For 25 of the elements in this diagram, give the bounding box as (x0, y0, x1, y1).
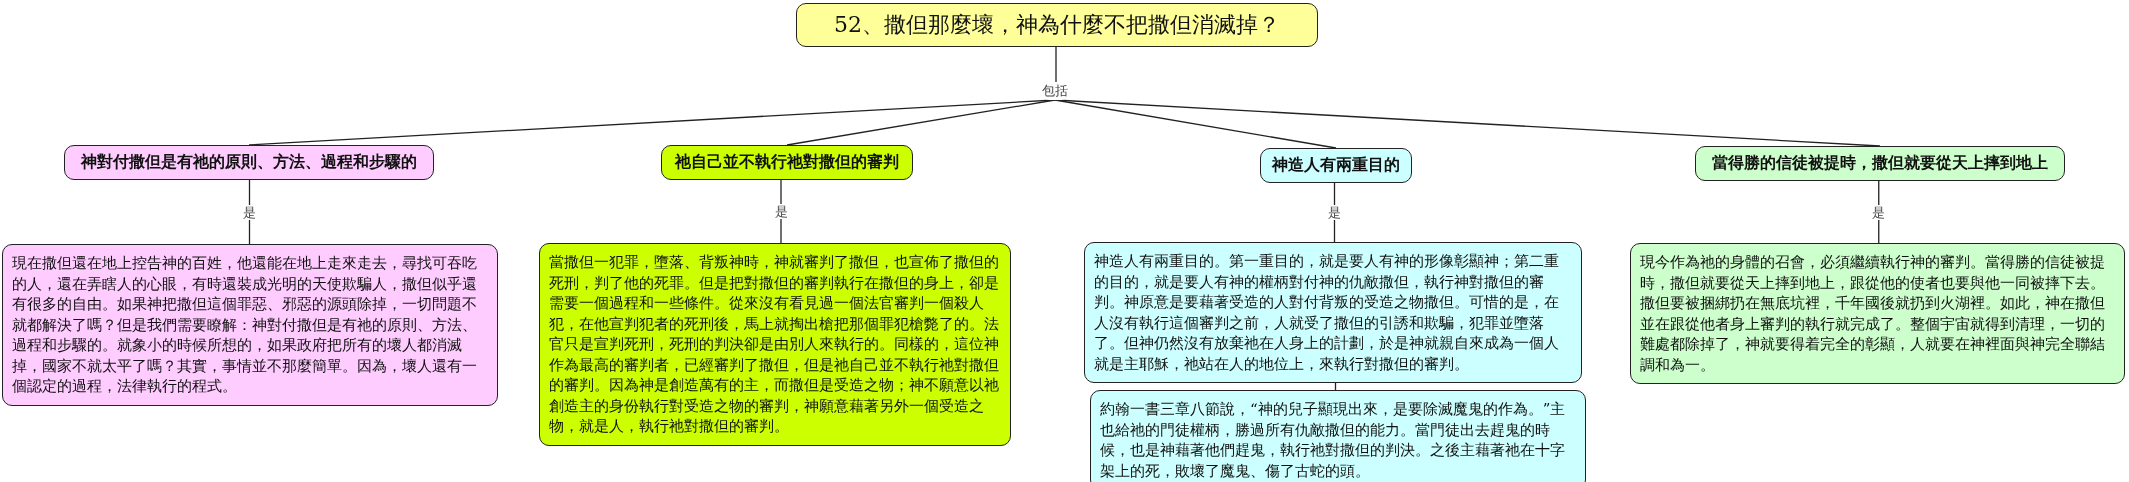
junction-label: 包括 (1041, 82, 1069, 100)
connector-line (1055, 46, 1057, 83)
title-text: 52、撒但那麼壞，神為什麼不把撒但消滅掉？ (833, 11, 1281, 39)
paragraph: 約翰一書三章八節說，“神的兒子顯現出來，是要除滅魔鬼的作為。”主也給祂的門徒權柄，勝過所有仇敵撒但的能力。當門徒出去趕鬼的時候，也是神藉著他們趕鬼，執行祂對撒但的判決。之後主藉著祂在十字架上的死，敗壞了魔鬼、傷了古蛇的頭。 (1099, 399, 1567, 482)
topic-text: 祂自己並不執行祂對撒但的審判 (673, 151, 900, 173)
topic-box (1260, 148, 1412, 183)
text-box (1630, 243, 2125, 384)
text-box (1084, 242, 1582, 383)
topic-box (1695, 146, 2065, 181)
edge-label: 是 (1871, 204, 1887, 220)
title-box (796, 3, 1318, 47)
connector-line (786, 99, 1056, 146)
text-box (2, 244, 498, 406)
topic-box (661, 145, 913, 180)
paragraph: 現今作為祂的身體的召會，必須繼續執行神的審判。當得勝的信徒被提時，撒但就要從天上摔到地上，跟從他的使者也要與他一同被摔下去。撒但要被捆綁扔在無底坑裡，千年國後就扔到火湖裡。如此，神在撒但並在跟從他者身上審判的執行就完成了。整個宇宙就得到清理，一切的難處都除掉了，神就要得着完全的彰顯，人就要在神裡面與神完全聯結調和為一。 (1639, 252, 2106, 376)
edge-label: 是 (1327, 205, 1342, 220)
edge-label: 是 (242, 204, 257, 220)
topic-text: 神造人有兩重目的 (1270, 154, 1401, 176)
topic-text: 當得勝的信徒被提時，撒但就要從天上摔到地上 (1711, 152, 2049, 174)
paragraph: 當撒但一犯罪，墮落、背叛神時，神就審判了撒但，也宣佈了撒但的死刑，判了他的死罪。但是把對撒但的審判執行在撒但的身上，卻是需要一個過程和一些條件。從來沒有看見過一個法官審判一個殺人犯，在他宣判犯者的死刑後，馬上就掏出槍把那個罪犯槍斃了的。法官只是宣判死刑，死刑的判決卻是由別人來執行的。同樣的，這位神作為最高的審判者，已經審判了撒但，但是祂自己並不執行祂對撒但的審判。因為神是創造萬有的主，而撒但是受造之物；神不願意以祂創造主的身份執行對受造之物的審判，神願意藉著另外一個受造之物，就是人，執行祂對撒但的審判。 (548, 252, 1000, 437)
paragraph: 現在撒但還在地上控告神的百姓，他還能在地上走來走去，尋找可吞吃的人，還在弄瞎人的心眼，有時還裝成光明的天使欺騙人，撒但似乎還有很多的自由。如果神把撒但這個罪惡、邪惡的源頭除掉，一切問題不就都解決了嗎？但是我們需要瞭解：神對付撒但是有祂的原則、方法、過程和步驟的。就象小的時候所想的，如果政府把所有的壞人都消滅掉，國家不就太平了嗎？其實，事情並不那麼簡單。因為，壞人還有一個認定的過程，法律執行的程式。 (11, 253, 478, 397)
topic-box (64, 145, 434, 180)
paragraph: 神造人有兩重目的。第一重目的，就是要人有神的形像彰顯神；第二重的目的，就是要人有神的權柄對付神的仇敵撒但，執行神對撒但的審判。神原意是要藉著受造的人對付背叛的受造之物撒但。可惜的是，在人沒有執行這個審判之前，人就受了撒但的引誘和欺騙，犯罪並墮落了。但神仍然沒有放棄祂在人身上的計劃，於是神就親自來成為一個人就是主耶穌，祂站在人的地位上，來執行對撒但的審判。 (1093, 251, 1560, 375)
edge-label: 是 (773, 204, 789, 219)
topic-text: 神對付撒但是有祂的原則、方法、過程和步驟的 (79, 151, 418, 173)
